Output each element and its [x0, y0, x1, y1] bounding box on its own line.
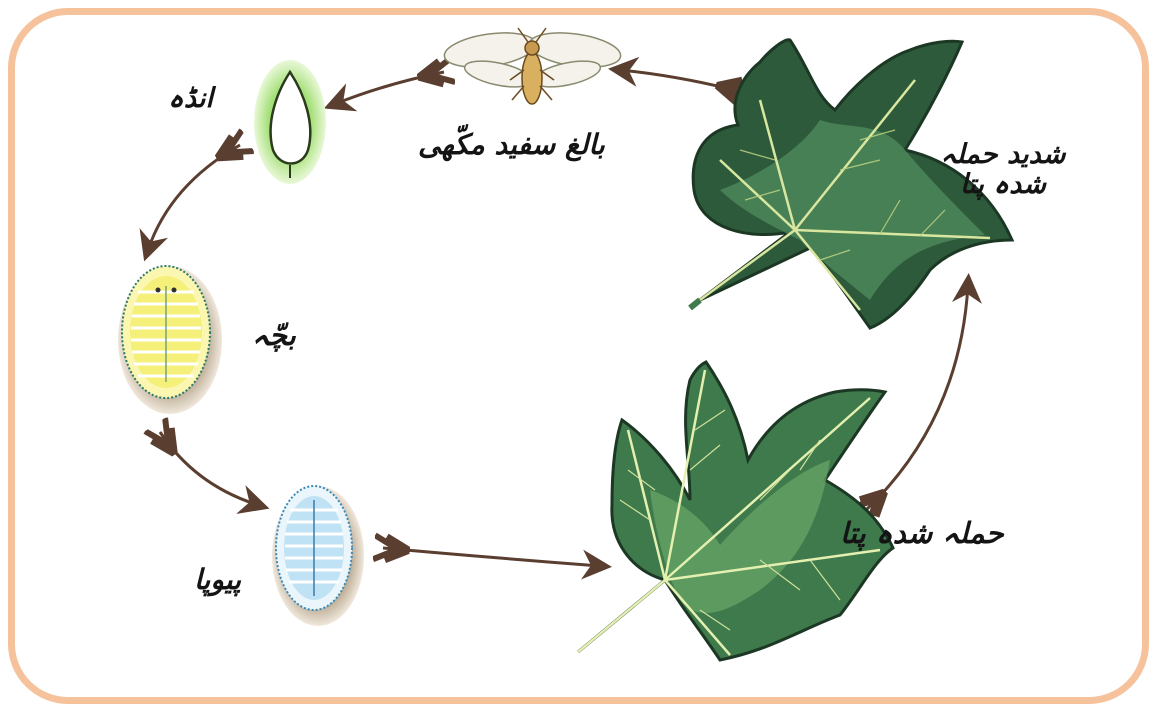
- pupa-icon: [272, 486, 364, 626]
- label-nymph: بچّہ: [252, 320, 296, 352]
- arrow-adult-to-egg: [335, 72, 444, 104]
- label-pupa: پیوپا: [194, 565, 241, 596]
- label-attacked-leaf: حملہ شدہ پتا: [840, 518, 1004, 550]
- arrow-leaf-to-adult: [620, 70, 742, 92]
- egg-icon: [254, 60, 326, 184]
- arrow-pupa-to-leaf: [383, 548, 600, 566]
- whitefly-icon: [442, 28, 623, 104]
- attacked-leaf-icon: [578, 362, 893, 660]
- label-adult-whitefly: بالغ سفید مکّھی: [418, 130, 605, 161]
- label-egg: انڈہ: [168, 84, 213, 114]
- nymph-icon: [118, 266, 222, 414]
- arrow-egg-to-nymph: [148, 145, 240, 250]
- arrow-nymph-to-pupa: [160, 432, 258, 505]
- label-severely-attacked-leaf: شدید حملہ شدہ پتا: [918, 140, 1088, 199]
